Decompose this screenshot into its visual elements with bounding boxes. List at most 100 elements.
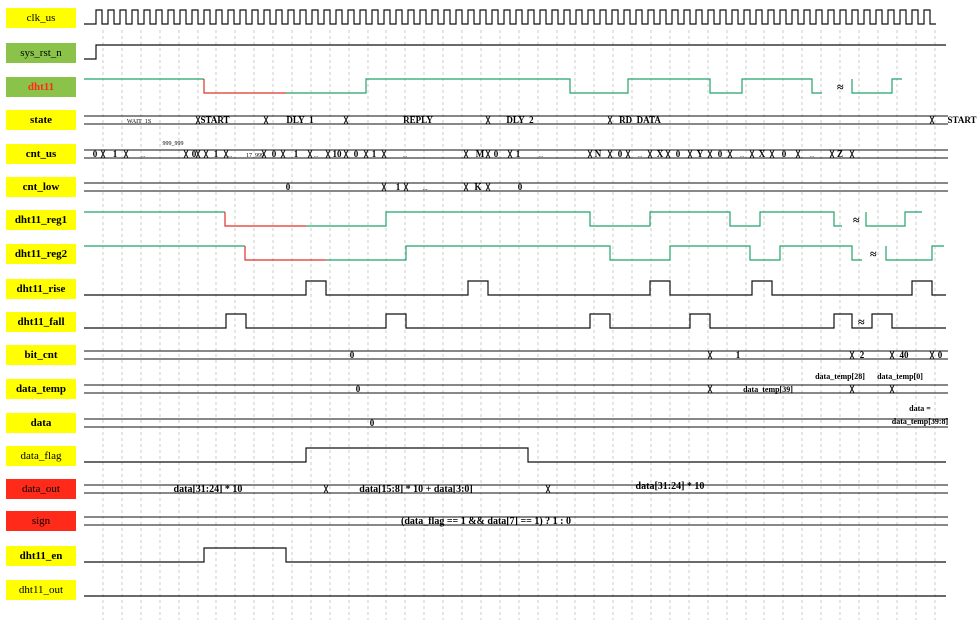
signal-label-dht11-fall: dht11_fall <box>6 312 76 332</box>
cnt-us-bus-transition <box>183 149 189 159</box>
data-temp-bus-transition <box>889 384 895 394</box>
state-value: DLY_1 <box>286 115 314 125</box>
dht11-wave-tail <box>851 78 902 94</box>
data-value: data = <box>909 404 931 413</box>
cnt-us-value: ... <box>638 153 643 159</box>
cnt-us-value: X <box>657 149 664 159</box>
state-value: REPLY <box>403 115 433 125</box>
cnt-us-bus-transition <box>625 149 631 159</box>
cnt-us-value: 0 <box>676 149 681 159</box>
break-mark: ≈ <box>870 247 877 261</box>
cnt-us-bus-transition <box>707 149 713 159</box>
cnt-us-value: Y <box>697 149 704 159</box>
dht11-wave-reply <box>286 78 822 94</box>
cnt-low-value: 0 <box>518 182 523 192</box>
signal-label-data-flag: data_flag <box>6 446 76 466</box>
signal-label-dht11-reg1: dht11_reg1 <box>6 210 76 230</box>
cnt-us-value: 1 <box>372 149 377 159</box>
cnt-us-value: X <box>759 149 766 159</box>
bit-cnt-bus-transition <box>889 350 895 360</box>
cnt-us-value: 0 <box>618 149 623 159</box>
cnt-us-bus-transition <box>507 149 513 159</box>
dht11-reg2-wave-low <box>244 246 326 261</box>
state-value: START <box>200 115 229 125</box>
cnt-us-bus-transition <box>203 149 209 159</box>
state-value: START <box>947 115 976 125</box>
bit-cnt-value: 2 <box>860 350 865 360</box>
data-temp-bus-transition <box>849 384 855 394</box>
cnt-us-bus-transition <box>195 149 201 159</box>
cnt-us-bus-transition <box>607 149 613 159</box>
sys-rst-n-wave <box>84 44 946 60</box>
dht11-wave-start-low <box>203 79 286 94</box>
state-value: DLY_2 <box>506 115 534 125</box>
cnt-low-value: 1 <box>396 182 401 192</box>
cnt-low-bus-transition <box>381 182 387 192</box>
signal-label-data-temp: data_temp <box>6 379 76 399</box>
signal-label-dht11-rise: dht11_rise <box>6 279 76 299</box>
cnt-us-bus-transition <box>325 149 331 159</box>
state-bus-transition <box>263 115 269 125</box>
cnt-us-value: ... <box>539 153 544 159</box>
break-mark: ≈ <box>858 315 865 329</box>
cnt-us-bus-transition <box>749 149 755 159</box>
data-temp-value: data_temp[39] <box>743 385 793 394</box>
cnt-us-value: 0 <box>272 149 277 159</box>
bit-cnt-value: 1 <box>736 350 741 360</box>
cnt-us-value: 0 <box>494 149 499 159</box>
cnt-us-bus-transition <box>280 149 286 159</box>
data-temp-value: data_temp[28] <box>815 372 865 381</box>
cnt-us-bus-transition <box>665 149 671 159</box>
data-out-value: data[31:24] * 10 <box>174 484 243 495</box>
cnt-us-value: ... <box>403 153 408 159</box>
cnt-low-value: 0 <box>286 182 291 192</box>
signal-label-cnt-us: cnt_us <box>6 144 76 164</box>
signal-label-dht11-out: dht11_out <box>6 580 76 600</box>
cnt-us-bus-transition <box>795 149 801 159</box>
cnt-us-bus-transition <box>587 149 593 159</box>
cnt-us-bus-transition <box>485 149 491 159</box>
dht11-reg1-wave-low <box>224 212 306 227</box>
dht11-en-wave <box>84 547 946 563</box>
cnt-us-value: 1 <box>113 149 118 159</box>
cnt-us-value: 0 <box>782 149 787 159</box>
cnt-us-value: ... <box>314 153 319 159</box>
cnt-us-bus-transition <box>829 149 835 159</box>
data-temp-value: data_temp[0] <box>877 372 923 381</box>
cnt-us-value: 0 <box>192 149 197 159</box>
dht11-reg1-wave <box>306 211 842 227</box>
state-value: WAIT_1S <box>127 119 151 125</box>
cnt-us-bus-transition <box>100 149 106 159</box>
signal-label-cnt-low: cnt_low <box>6 177 76 197</box>
cnt-us-value: 10 <box>333 149 343 159</box>
cnt-us-value: Z <box>837 149 843 159</box>
cnt-low-bus-transition <box>463 182 469 192</box>
dht11-reg2-wave-tail <box>885 245 944 261</box>
state-bus-transition <box>195 115 201 125</box>
signal-label-data-out: data_out <box>6 479 76 499</box>
state-bus-transition <box>929 115 935 125</box>
cnt-us-bus-transition <box>261 149 267 159</box>
data-out-value: data[31:24] * 10 <box>636 481 705 492</box>
cnt-us-bus-transition <box>849 149 855 159</box>
state-bus-transition <box>607 115 613 125</box>
cnt-low-bus-transition <box>485 182 491 192</box>
cnt-us-value: 17_999 <box>246 153 264 159</box>
cnt-us-bus-transition <box>463 149 469 159</box>
signal-label-state: state <box>6 110 76 130</box>
cnt-us-value: M <box>476 149 485 159</box>
state-value: RD_DATA <box>619 115 661 125</box>
cnt-low-bus-transition <box>403 182 409 192</box>
cnt-us-value: ... <box>810 153 815 159</box>
clk-us-wave <box>84 9 936 25</box>
data-out-bus-transition <box>323 484 329 494</box>
data-value: data_temp[39:8] <box>892 417 949 426</box>
signal-label-dht11: dht11 <box>6 77 76 97</box>
bit-cnt-bus-transition <box>707 350 713 360</box>
data-flag-wave <box>84 447 946 463</box>
dht11-reg2-wave <box>326 245 862 261</box>
signal-label-dht11-en: dht11_en <box>6 546 76 566</box>
cnt-us-bus-transition <box>769 149 775 159</box>
dht11-rise-wave <box>84 280 946 296</box>
